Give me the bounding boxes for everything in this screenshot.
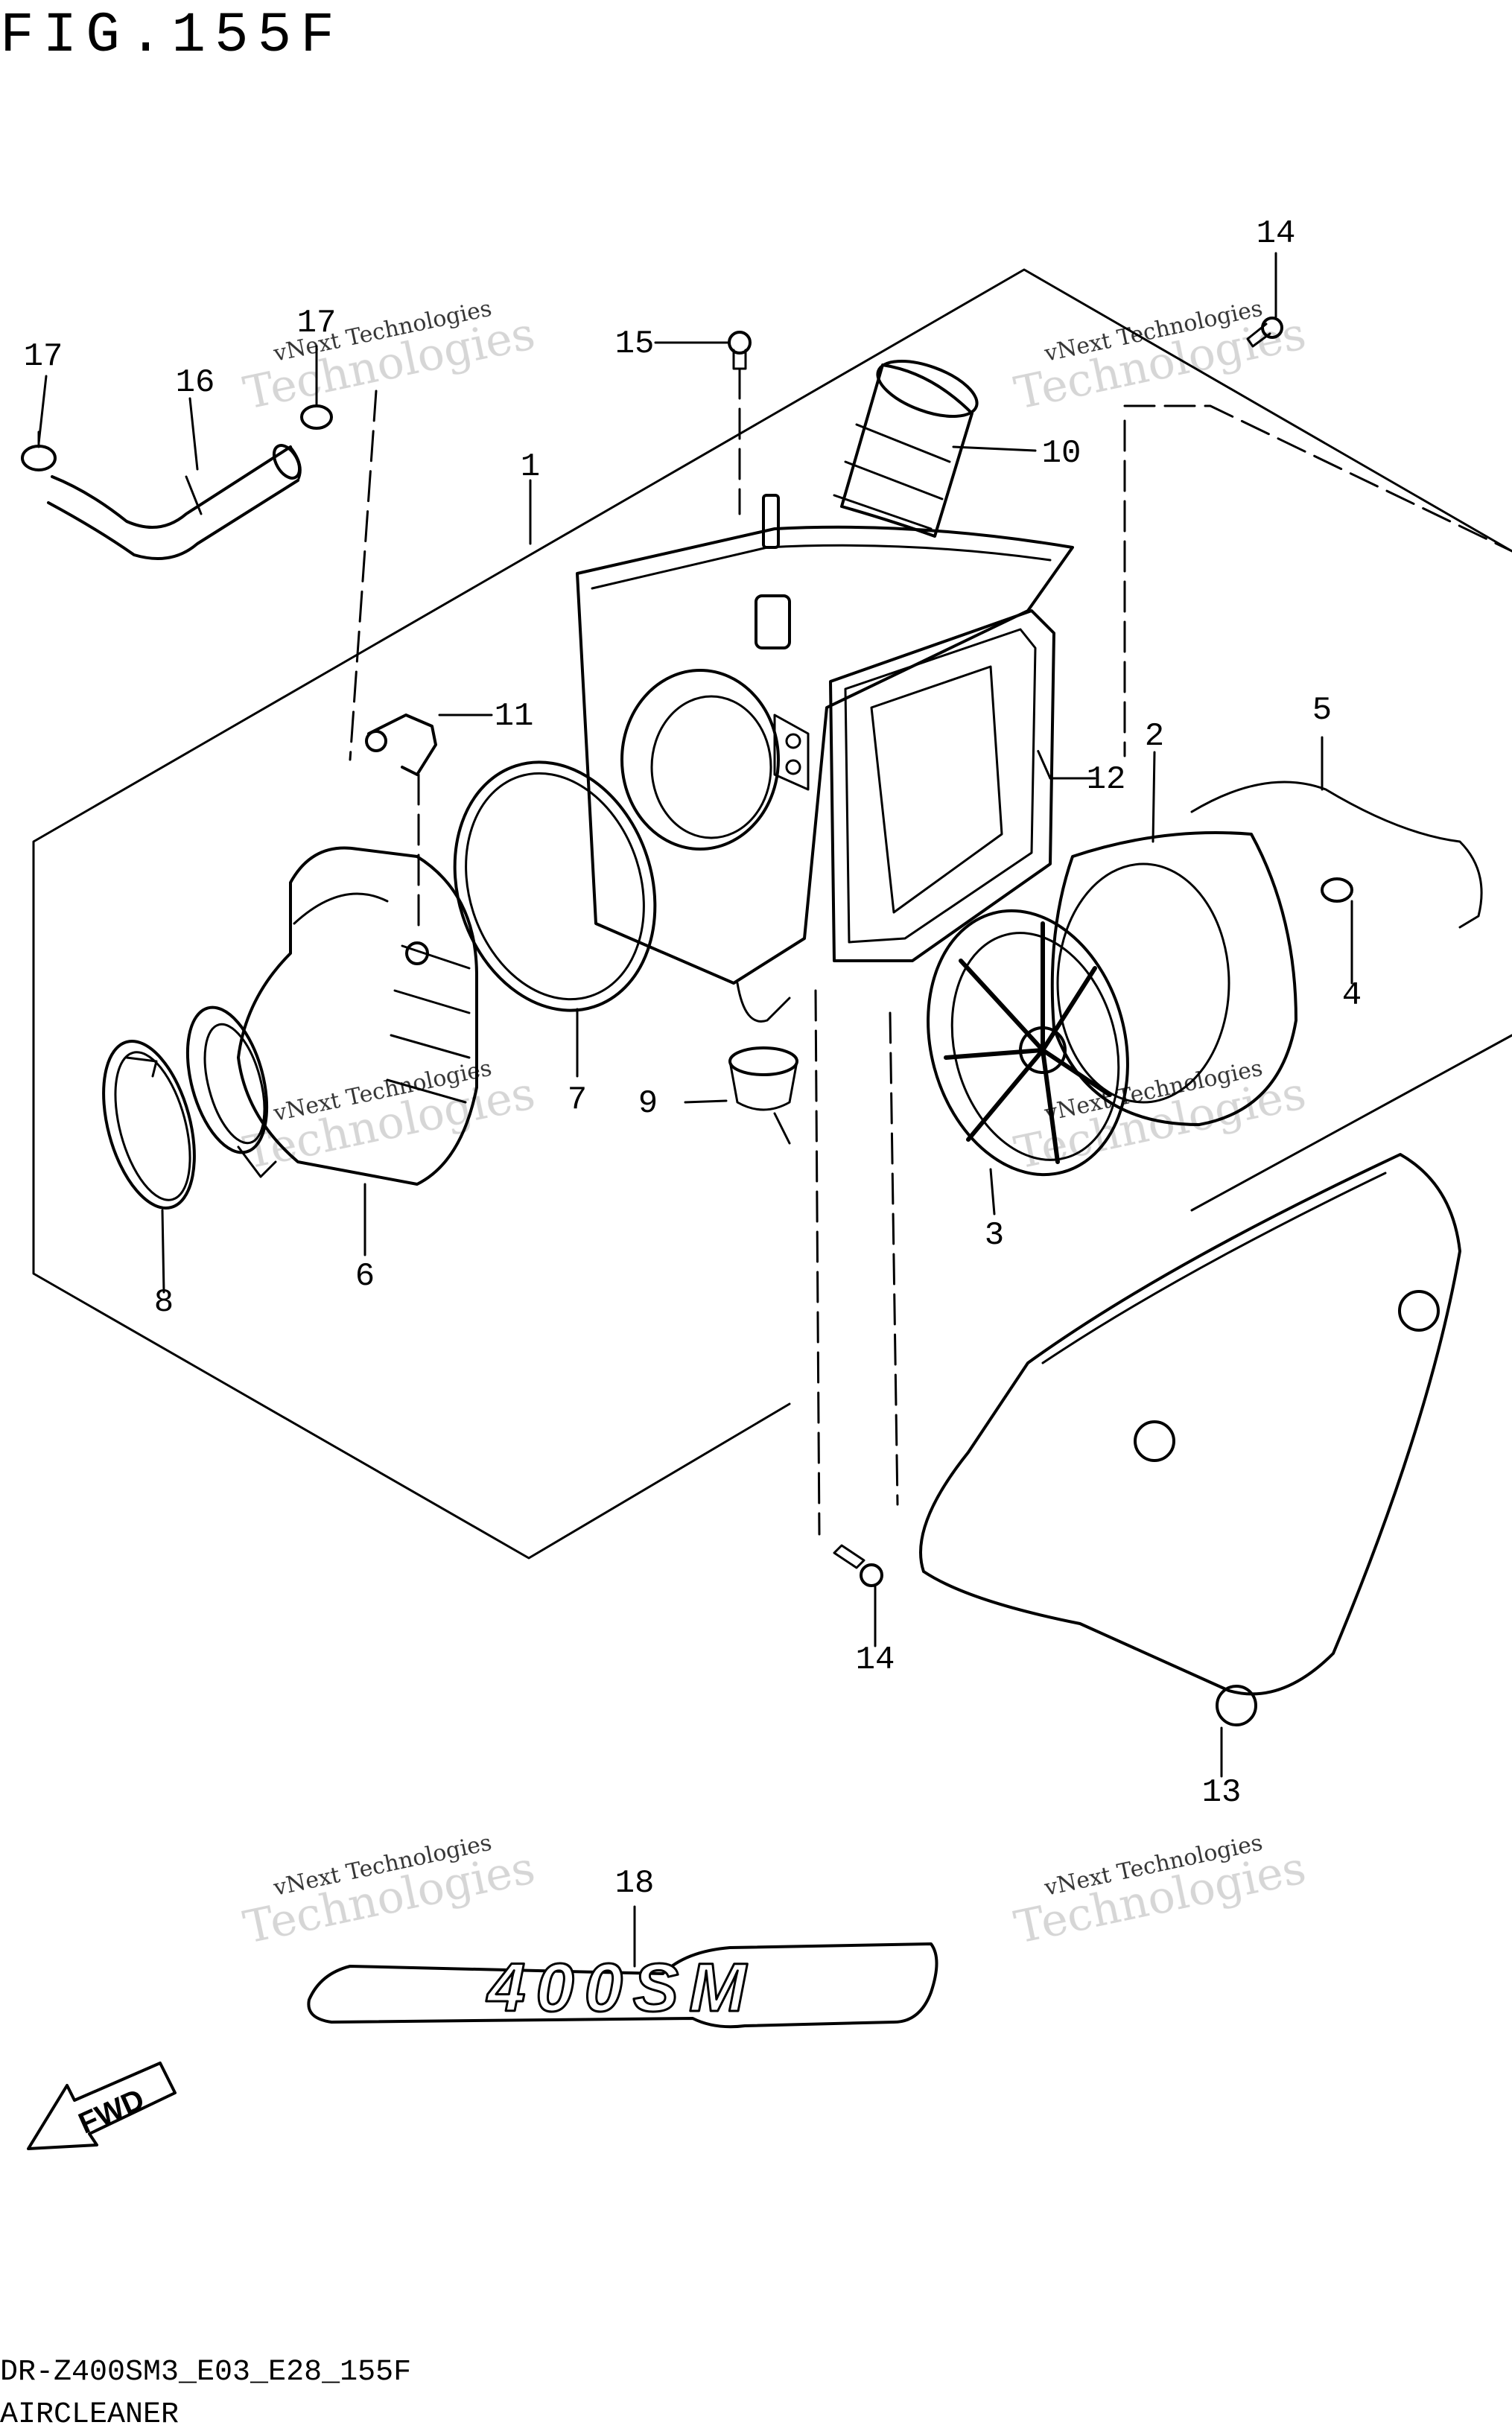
part-12-case-seal xyxy=(829,609,1055,962)
fwd-label: FWD xyxy=(74,2083,149,2141)
callout-11: 11 xyxy=(495,698,534,735)
assembly-boundary xyxy=(32,268,1512,1560)
callout-2: 2 xyxy=(1145,718,1164,755)
callout-3: 3 xyxy=(985,1217,1004,1254)
callout-14-bottom: 14 xyxy=(856,1642,895,1679)
callout-13: 13 xyxy=(1202,1774,1242,1811)
part-15-bolt xyxy=(728,331,752,515)
callout-14-top: 14 xyxy=(1257,215,1296,252)
part-5-wire-spring xyxy=(1190,781,1483,929)
section-name: AIRCLEANER xyxy=(0,2398,179,2428)
callout-8: 8 xyxy=(154,1284,174,1321)
assembly-boundary-right xyxy=(1190,1034,1512,1212)
figure-title: FIG.155F xyxy=(0,4,343,68)
part-2-filter-element xyxy=(1050,831,1353,1126)
callout-6: 6 xyxy=(355,1258,375,1295)
part-16-breather-hose xyxy=(47,444,302,560)
callout-16: 16 xyxy=(176,364,215,401)
fwd-arrow: FWD xyxy=(27,2062,177,2150)
model-code: DR-Z400SM3_E03_E28_155F xyxy=(0,2356,411,2389)
part-dowel-pin xyxy=(755,494,791,649)
decal-text: 400SM xyxy=(486,1950,757,2026)
callout-17-right: 17 xyxy=(297,305,337,342)
part-11-breather-fitting xyxy=(365,714,437,932)
watermarks: vNext Technologies Technologies vNext Te… xyxy=(239,296,1310,1954)
callout-4: 4 xyxy=(1342,977,1362,1014)
part-1-air-cleaner-case xyxy=(576,525,1074,1023)
callout-12: 12 xyxy=(1087,761,1126,798)
callout-10: 10 xyxy=(1042,435,1081,472)
callout-18: 18 xyxy=(615,1865,655,1902)
callouts: 1 2 3 4 5 6 7 8 9 10 11 12 13 14 14 15 1… xyxy=(24,215,1362,1902)
dashed-leaders xyxy=(349,390,1512,780)
leader-lines xyxy=(37,252,1353,1968)
part-9-drain-plug xyxy=(728,1046,798,1145)
part-13-side-cover xyxy=(919,1153,1461,1726)
part-18-decal: 400SM xyxy=(307,1942,938,2029)
part-6-intake-duct xyxy=(185,846,478,1186)
part-3-element-cage xyxy=(927,909,1129,1177)
callout-9: 9 xyxy=(638,1085,658,1122)
part-10-intake-boot xyxy=(833,360,979,538)
part-8-duct-clamp xyxy=(102,1040,196,1210)
callout-17-left: 17 xyxy=(24,338,63,375)
callout-1: 1 xyxy=(521,448,540,486)
part-7-seal-ring xyxy=(453,760,657,1012)
part-14-bolt-bottom xyxy=(814,989,883,1587)
callout-15: 15 xyxy=(615,325,655,363)
leader-dashed-cover xyxy=(889,1011,899,1506)
callout-5: 5 xyxy=(1312,692,1332,729)
callout-7: 7 xyxy=(568,1081,587,1119)
